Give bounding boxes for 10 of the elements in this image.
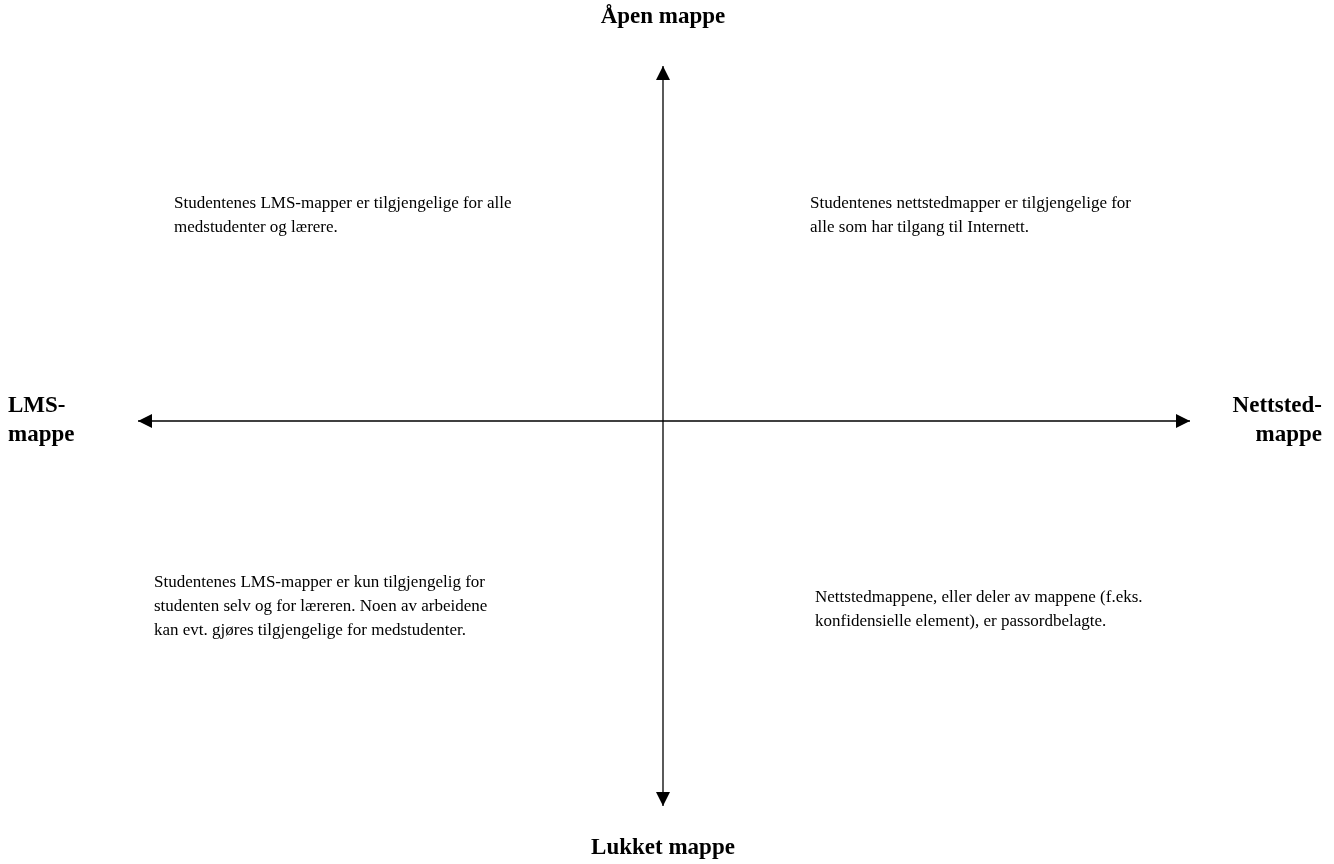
axis-label: LMS- mappe <box>8 391 76 448</box>
quadrant-note: Nettstedmappene, eller deler av mappene (f.eks. konfidensielle element), er passordbelagte. <box>815 586 1144 632</box>
axis-arrow <box>137 414 1191 428</box>
quadrant-note: Studentenes LMS-mapper er tilgjengelige for alle medstudenter og lærere. <box>174 192 513 238</box>
axis-label: Nettsted- mappe <box>1231 391 1322 448</box>
axis-label: Åpen mappe <box>600 2 726 30</box>
quadrant-note: Studentenes nettstedmapper er tilgjengelige for alle som har tilgang til Internett. <box>810 192 1132 238</box>
quadrant-note: Studentenes LMS-mapper er kun tilgjengelig for studenten selv og for læreren. Noen av arbeidene kan evt. gjøres tilgjengelige for medstudenter. <box>154 571 489 641</box>
axis-label: Lukket mappe <box>591 833 735 862</box>
axis-arrow <box>656 65 670 807</box>
